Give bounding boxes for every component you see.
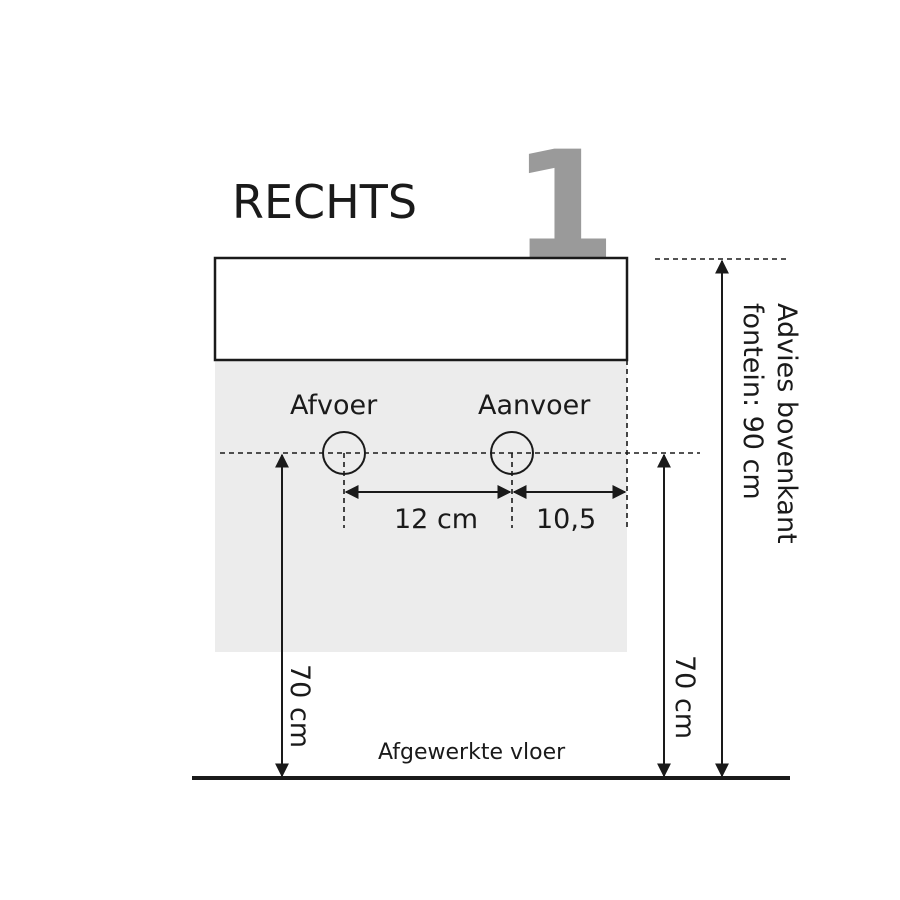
right-height-label: 70 cm [669,655,700,739]
advice-label-line2: fontein: 90 cm [737,303,768,500]
diagram-title: RECHTS [232,175,417,229]
supply-label: Aanvoer [478,390,591,421]
floor-label: Afgewerkte vloer [378,740,566,765]
advice-label-line1: Advies bovenkant [771,303,802,544]
spacing-label: 12 cm [394,504,478,535]
left-height-label: 70 cm [284,664,315,748]
drain-label: Afvoer [290,390,378,421]
side-offset-label: 10,5 [536,504,596,535]
basin-outline [213,256,629,362]
